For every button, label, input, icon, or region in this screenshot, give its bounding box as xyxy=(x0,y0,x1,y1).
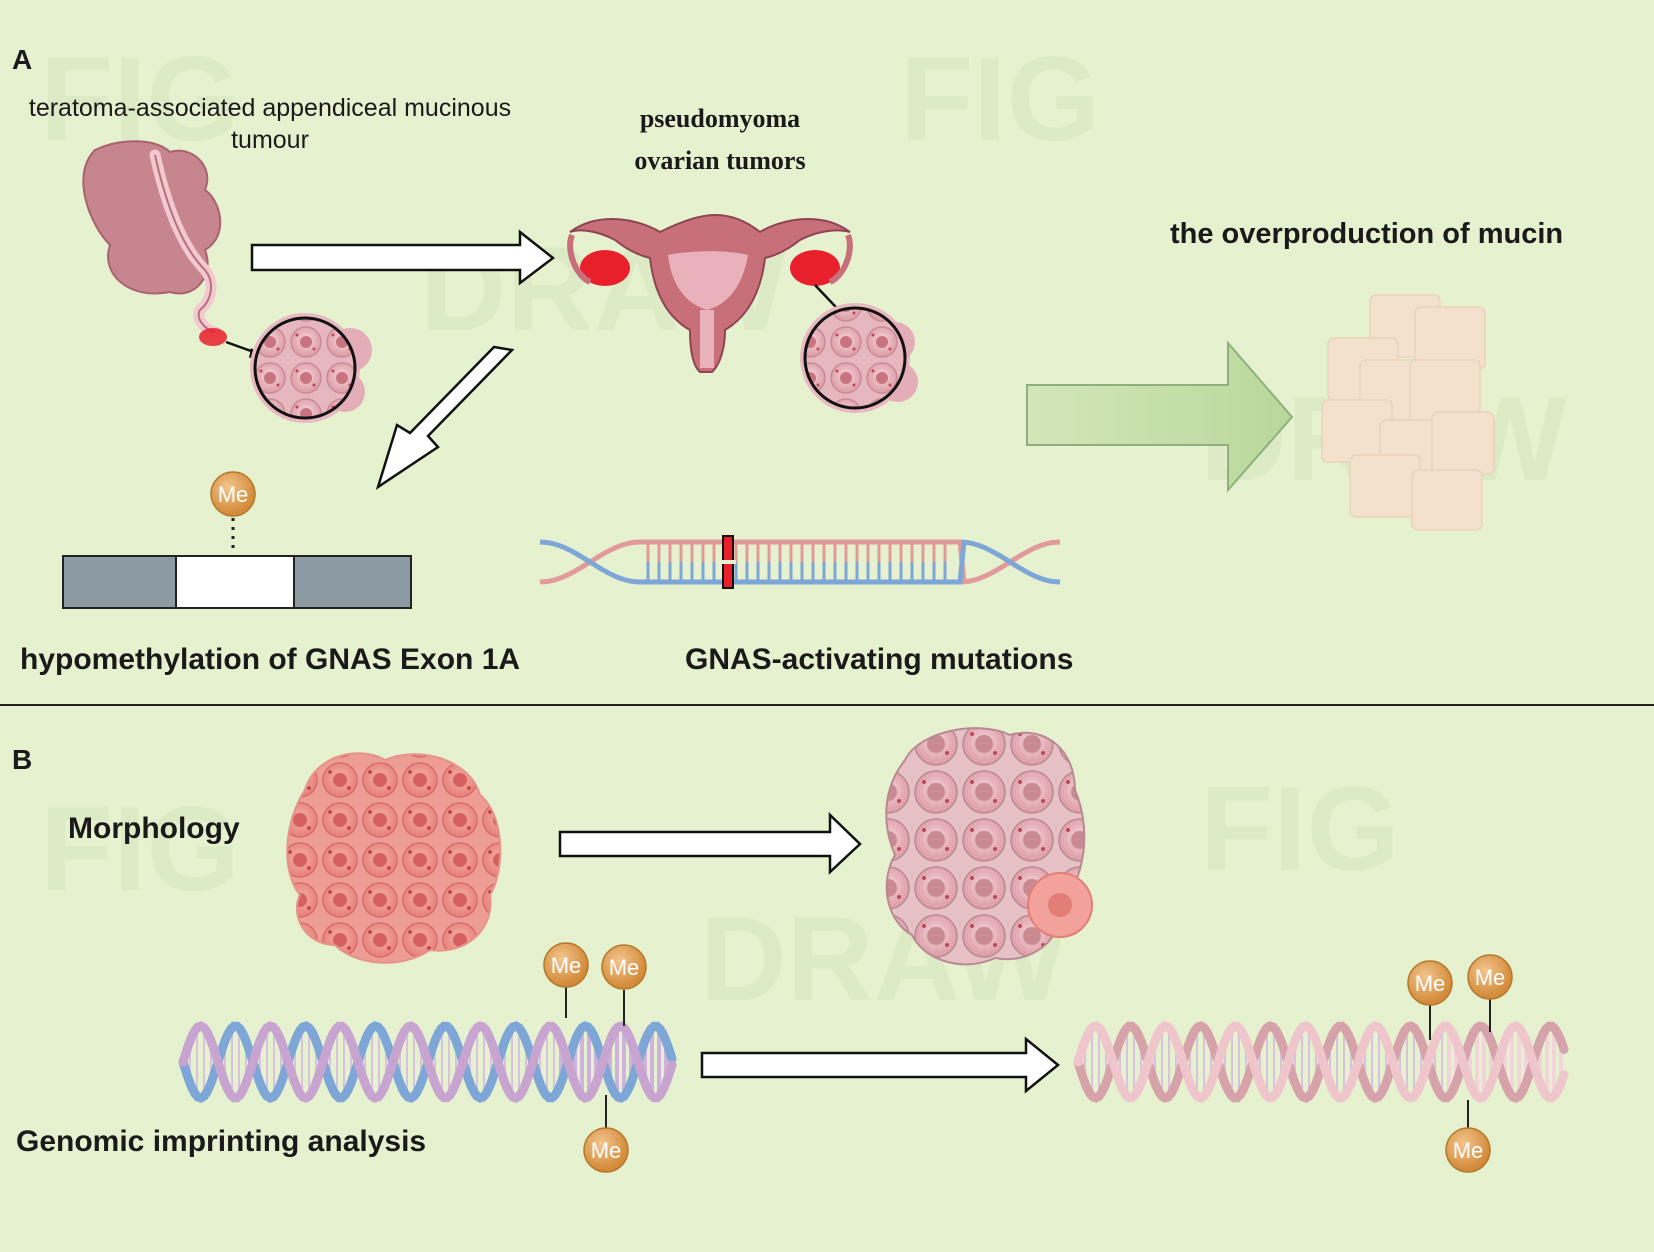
methyl-marker-a: Me xyxy=(210,471,256,517)
panel-b-letter: B xyxy=(12,744,33,775)
svg-text:Me: Me xyxy=(1475,965,1506,990)
arrow-right-2 xyxy=(558,812,862,875)
methyl-marker-b3: Me xyxy=(583,1095,629,1173)
uterus-ovaries-icon xyxy=(567,213,853,373)
hypomethylation-label: hypomethylation of GNAS Exon 1A xyxy=(20,643,521,676)
dna-helix-before xyxy=(178,1021,677,1103)
methyl-marker-b5: Me xyxy=(1467,954,1513,1032)
svg-text:FIG: FIG xyxy=(1200,762,1400,896)
svg-text:Me: Me xyxy=(591,1138,622,1163)
gnas-mutation-label: GNAS-activating mutations xyxy=(685,643,1074,676)
svg-text:FIG: FIG xyxy=(40,782,240,916)
tumour-cell-cluster-1 xyxy=(250,313,372,423)
svg-text:Me: Me xyxy=(218,482,249,507)
arrow-right-1 xyxy=(250,229,556,286)
svg-text:Me: Me xyxy=(609,955,640,980)
tumour-cell-cluster-2 xyxy=(800,303,918,413)
panel-a-letter: A xyxy=(12,44,33,75)
cell-cluster-before xyxy=(286,752,502,964)
morphology-label: Morphology xyxy=(68,812,240,845)
gene-exon-bar xyxy=(62,518,412,609)
big-green-arrow xyxy=(1026,340,1294,493)
methyl-marker-b1: Me xyxy=(543,942,589,1018)
mucin-title: the overproduction of mucin xyxy=(1170,218,1564,250)
mucin-blocks-icon xyxy=(1321,294,1495,531)
methyl-marker-b4: Me xyxy=(1407,960,1453,1040)
arrow-down-left xyxy=(375,345,515,490)
appendiceal-tumour-icon xyxy=(82,140,263,358)
cell-cluster-after xyxy=(885,727,1093,966)
methyl-marker-b6: Me xyxy=(1445,1100,1491,1173)
genomic-imprinting-label: Genomic imprinting analysis xyxy=(16,1125,427,1158)
arrow-right-3 xyxy=(700,1036,1060,1094)
dna-mutation-ladder xyxy=(539,535,1061,589)
dna-helix-after xyxy=(1073,1021,1569,1103)
svg-text:Me: Me xyxy=(551,953,582,978)
pseudomyoma-title-line1: pseudomyoma xyxy=(639,104,801,133)
pseudomyoma-title: pseudomyoma ovarian tumors xyxy=(570,98,870,182)
svg-text:Me: Me xyxy=(1453,1138,1484,1163)
teratoma-title: teratoma-associated appendiceal mucinous… xyxy=(28,94,512,154)
svg-text:FIG: FIG xyxy=(900,32,1100,166)
pseudomyoma-title-line2: ovarian tumors xyxy=(634,146,806,175)
svg-text:Me: Me xyxy=(1415,971,1446,996)
methyl-marker-b2: Me xyxy=(601,944,647,1026)
